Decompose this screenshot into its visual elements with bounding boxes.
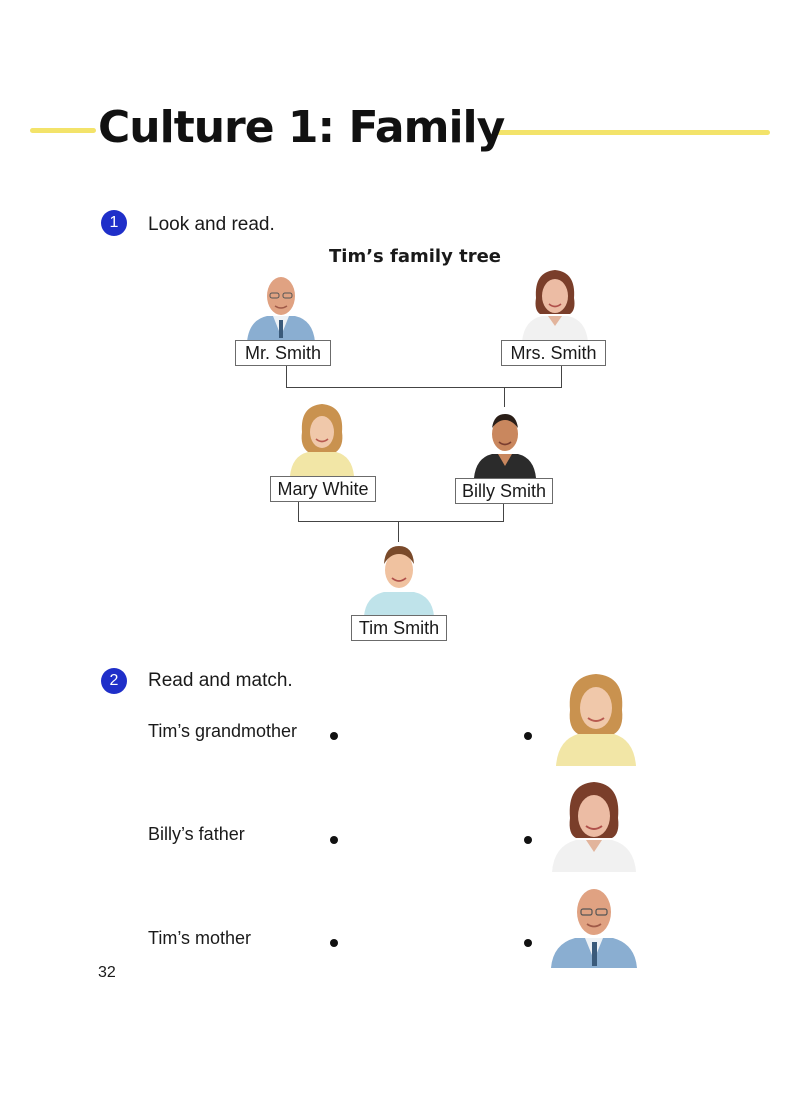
section-2-instruction: Read and match. (148, 670, 293, 691)
billy-smith-photo (474, 414, 536, 478)
match-label-tims-mother: Tim’s mother (148, 928, 252, 948)
name-box-mrs-smith: Mrs. Smith (501, 340, 606, 366)
tree-connector (298, 521, 504, 522)
section-1-number: 1 (101, 210, 127, 236)
title-underline-right (494, 130, 770, 135)
tim-smith-photo (364, 546, 434, 616)
match-label-billys-father: Billy’s father (148, 824, 245, 844)
page-number: 32 (98, 964, 116, 981)
match-dot-left[interactable] (330, 836, 338, 844)
tree-connector (503, 504, 504, 521)
match-photo-mrs-smith (552, 782, 636, 872)
tree-connector (286, 387, 562, 388)
tree-connector (398, 521, 399, 542)
tree-connector (298, 502, 299, 521)
match-dot-right[interactable] (524, 939, 532, 947)
mrs-smith-photo (522, 270, 588, 342)
title-underline-left (30, 128, 96, 133)
mr-smith-photo (247, 277, 315, 342)
family-tree-title: Tim’s family tree (329, 246, 501, 267)
name-box-billy-smith: Billy Smith (455, 478, 553, 504)
tree-connector (504, 387, 505, 407)
match-dot-left[interactable] (330, 939, 338, 947)
name-box-mary-white: Mary White (270, 476, 376, 502)
page-title: Culture 1: Family (98, 102, 505, 153)
match-dot-left[interactable] (330, 732, 338, 740)
tree-connector (286, 366, 287, 387)
section-1-instruction: Look and read. (148, 214, 275, 235)
match-dot-right[interactable] (524, 836, 532, 844)
match-label-tims-grandmother: Tim’s grandmother (148, 721, 298, 741)
match-dot-right[interactable] (524, 732, 532, 740)
name-box-tim-smith: Tim Smith (351, 615, 447, 641)
name-box-mr-smith: Mr. Smith (235, 340, 331, 366)
match-photo-mary-white (556, 674, 636, 766)
tree-connector (561, 366, 562, 387)
section-2-number: 2 (101, 668, 127, 694)
match-photo-mr-smith (551, 889, 637, 968)
mary-white-photo (290, 404, 354, 476)
